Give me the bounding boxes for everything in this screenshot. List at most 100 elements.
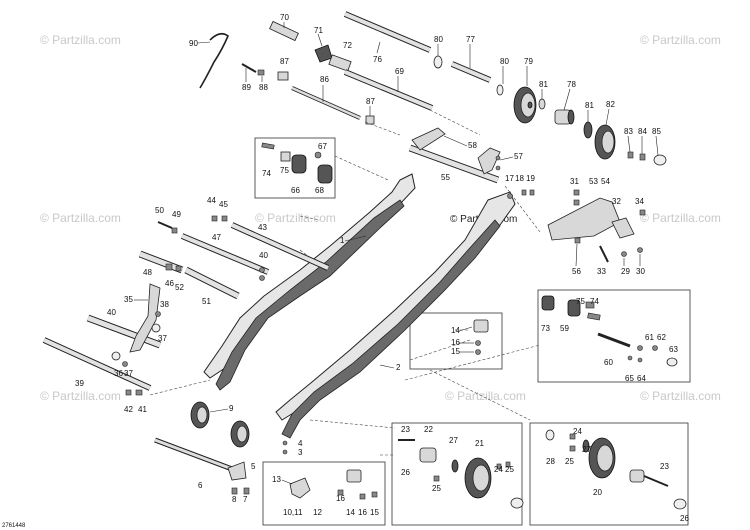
- callout-3: 3: [298, 448, 303, 457]
- callout-87a: 87: [280, 57, 289, 66]
- nut-25b: [505, 461, 511, 468]
- callout-19: 19: [526, 174, 535, 183]
- nut-64: [637, 357, 643, 363]
- callout-80b: 80: [500, 57, 509, 66]
- callout-74b: 74: [590, 297, 599, 306]
- callout-90: 90: [189, 39, 198, 48]
- watermark: © Partzilla.com: [40, 211, 121, 225]
- callout-70: 70: [280, 13, 289, 22]
- nut-31a: [573, 189, 580, 196]
- roller-66: [291, 154, 307, 174]
- nut-52: [175, 265, 182, 272]
- callout-49: 49: [172, 210, 181, 219]
- callout-87b: 87: [366, 97, 375, 106]
- slider-clip-parts: [289, 469, 378, 500]
- roller-68: [317, 164, 333, 184]
- callout-36: 36: [114, 369, 123, 378]
- nut-44: [211, 215, 218, 222]
- callout-59: 59: [560, 324, 569, 333]
- callout-83: 83: [624, 127, 633, 136]
- nut-83: [627, 151, 634, 159]
- callout-69: 69: [395, 67, 404, 76]
- bushing-75a: [280, 151, 291, 162]
- nut-18: [521, 189, 527, 196]
- callout-85: 85: [652, 127, 661, 136]
- nut-3: [282, 449, 288, 455]
- callout-82: 82: [606, 100, 615, 109]
- callout-21: 21: [475, 439, 484, 448]
- callout-22: 22: [424, 425, 433, 434]
- callout-27b: 27: [582, 445, 591, 454]
- callout-78: 78: [567, 80, 576, 89]
- slide-rail-2: [275, 191, 516, 439]
- bolt-7: [243, 487, 250, 495]
- callout-88: 88: [259, 83, 268, 92]
- callout-44: 44: [207, 196, 216, 205]
- nut-30: [637, 247, 643, 253]
- callout-17: 17: [505, 174, 514, 183]
- nut-57a: [495, 155, 501, 161]
- callout-7: 7: [243, 495, 248, 504]
- right-bracket-parts: [507, 189, 646, 263]
- callout-15a: 15: [451, 347, 460, 356]
- callout-34: 34: [635, 197, 644, 206]
- washer-28: [545, 429, 555, 441]
- watermark: © Partzilla.com: [640, 33, 721, 47]
- callout-39: 39: [75, 379, 84, 388]
- pin-74a: [261, 142, 275, 150]
- callout-52: 52: [175, 283, 184, 292]
- bracket-58: [411, 127, 446, 151]
- roller-73: [541, 295, 555, 311]
- nut-16b: [337, 489, 344, 496]
- callout-76: 76: [373, 55, 382, 64]
- bushing-37a: [151, 323, 161, 333]
- nut-61: [637, 345, 643, 351]
- nut-16c: [371, 491, 378, 498]
- nut-57b: [495, 165, 501, 171]
- callout-38: 38: [160, 300, 169, 309]
- callout-43: 43: [258, 223, 267, 232]
- callout-62: 62: [657, 333, 666, 342]
- callout-16b: 16: [336, 494, 345, 503]
- box-idler-67: [254, 137, 336, 199]
- nut-56: [574, 237, 581, 244]
- washer-67: [314, 151, 322, 159]
- callout-20: 20: [593, 488, 602, 497]
- upper-shaft-group: [199, 11, 667, 184]
- box-wheel-21: [391, 422, 523, 526]
- cap-63: [666, 357, 678, 367]
- bolt-33: [599, 245, 609, 263]
- part-87-top: [277, 71, 289, 81]
- nut-15a: [475, 349, 481, 355]
- washer-80: [433, 55, 443, 69]
- callout-40b: 40: [107, 308, 116, 317]
- callout-28: 28: [546, 457, 555, 466]
- bolt-50: [157, 221, 173, 229]
- callout-75a: 75: [280, 166, 289, 175]
- nut-40b: [259, 267, 265, 273]
- callout-41: 41: [138, 405, 147, 414]
- nut-24b: [569, 433, 576, 440]
- callout-8: 8: [232, 495, 237, 504]
- leader-dashes: [149, 109, 541, 456]
- idler-67-parts: [261, 142, 333, 184]
- callout-73: 73: [541, 324, 550, 333]
- bracket-5: [227, 461, 247, 481]
- nut-40c: [259, 275, 265, 281]
- callout-layer: 70 71 72 76 80 77 90 87 89 88 86 69 87 8…: [2, 13, 689, 529]
- callout-23a: 23: [401, 425, 410, 434]
- roller-59: [567, 299, 581, 317]
- nut-45: [221, 215, 228, 222]
- callout-15b: 15: [370, 508, 379, 517]
- watermark: © Partzilla.com: [40, 389, 121, 403]
- callout-24a: 24: [494, 465, 503, 474]
- callout-12: 12: [313, 508, 322, 517]
- callout-46: 46: [165, 279, 174, 288]
- callout-14a: 14: [451, 326, 460, 335]
- watermark: © Partzilla.com: [255, 211, 336, 225]
- part-70: [269, 20, 299, 42]
- callout-32: 32: [612, 197, 621, 206]
- rail-2-body: [275, 191, 516, 421]
- callout-65: 65: [625, 374, 634, 383]
